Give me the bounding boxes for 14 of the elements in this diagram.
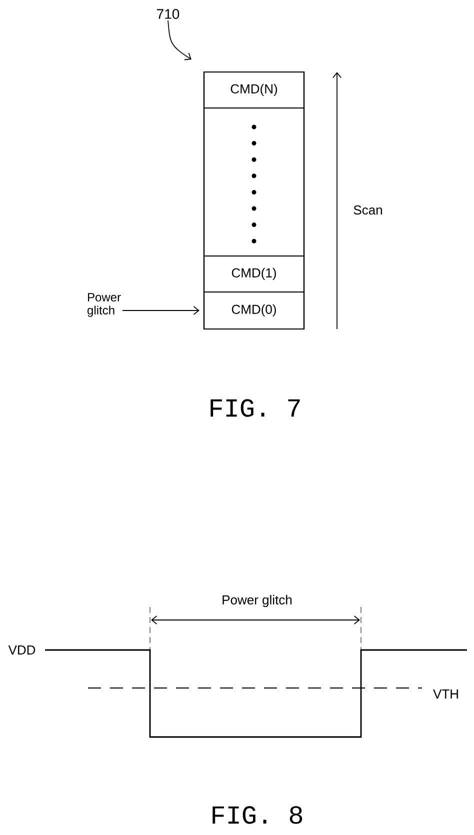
ellipsis-cell: [203, 107, 305, 257]
leader-line: [168, 20, 192, 60]
glitch-label: Power glitch: [88, 293, 121, 317]
reference-numeral: 710: [157, 9, 180, 19]
signal-label: VTH: [433, 690, 458, 698]
command-cell: CMD(1): [203, 255, 305, 293]
signal-label: VDD: [8, 646, 36, 654]
figure-caption: FIG. 8: [212, 806, 302, 824]
scan-label: Scan: [354, 205, 382, 215]
dimension-label: Power glitch: [222, 594, 292, 608]
figure-caption: FIG. 7: [210, 399, 300, 417]
command-cell: CMD(N): [203, 71, 305, 109]
arrow: [122, 306, 200, 315]
command-cell: CMD(0): [203, 291, 305, 330]
